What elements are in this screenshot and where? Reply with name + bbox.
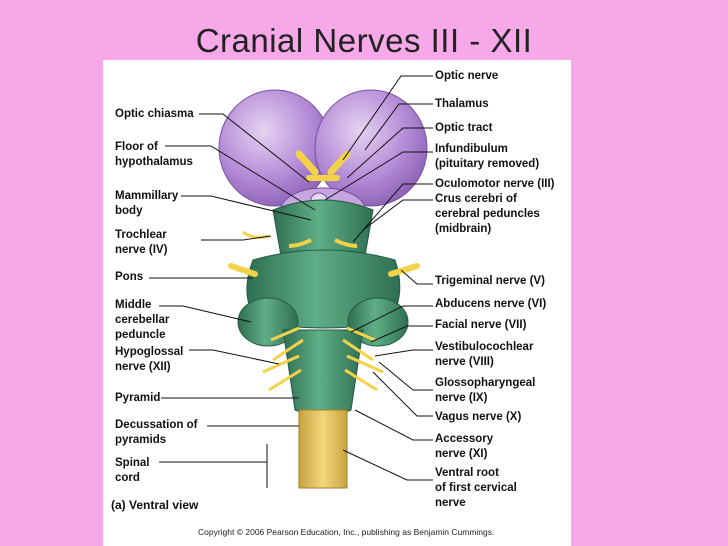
trigeminal-nerve-left: [228, 263, 258, 277]
label-trigeminal-nerve: Trigeminal nerve (V): [435, 275, 545, 287]
brainstem-illustration: [149, 75, 433, 489]
figure-caption: (a) Ventral view: [111, 498, 199, 512]
label-ventral-root: Ventral root of first cervical nerve: [435, 467, 517, 509]
label-decussation-of-pyramids: Decussation of pyramids: [115, 419, 198, 446]
spinal-cord: [298, 409, 348, 489]
label-spinal-cord: Spinal cord: [115, 457, 150, 484]
brainstem-diagram: Optic chiasma Floor of hypothalamus Mamm…: [103, 60, 571, 546]
label-trochlear-nerve: Trochlear nerve (IV): [115, 229, 168, 256]
label-floor-of-hypothalamus: Floor of hypothalamus: [115, 141, 193, 168]
label-crus-cerebri: Crus cerebri of cerebral peduncles (midb…: [435, 193, 540, 235]
label-optic-tract: Optic tract: [435, 122, 493, 134]
label-accessory-nerve: Accessory nerve (XI): [435, 433, 494, 460]
label-abducens-nerve: Abducens nerve (VI): [435, 298, 547, 310]
optic-nerve-left: [295, 150, 319, 176]
label-oculomotor-nerve: Oculomotor nerve (III): [435, 178, 555, 190]
label-optic-chiasma: Optic chiasma: [115, 108, 194, 120]
label-vestibulocochlear-nerve: Vestibulocochlear nerve (VIII): [435, 341, 534, 368]
facial-nerves: [270, 326, 376, 362]
oculomotor-nerve: [288, 238, 358, 248]
label-pyramid: Pyramid: [115, 392, 161, 404]
copyright-notice: Copyright © 2006 Pearson Education, Inc.…: [198, 527, 495, 537]
label-thalamus: Thalamus: [435, 98, 489, 110]
label-hypoglossal-nerve: Hypoglossal nerve (XII): [115, 346, 184, 373]
label-vagus-nerve: Vagus nerve (X): [435, 411, 522, 423]
optic-nerve-right: [327, 150, 351, 176]
label-glossopharyngeal-nerve: Glossopharyngeal nerve (IX): [435, 377, 536, 404]
trigeminal-nerve-right: [388, 263, 420, 277]
label-optic-nerve: Optic nerve: [435, 70, 499, 82]
label-pons: Pons: [115, 271, 144, 283]
label-facial-nerve: Facial nerve (VII): [435, 319, 527, 331]
left-leader-lines: [149, 113, 316, 488]
right-leader-lines: [324, 75, 433, 481]
label-mammillary-body: Mammillary body: [115, 190, 179, 217]
thalamus-right: [314, 89, 428, 207]
slide-title: Cranial Nerves III - XII: [195, 22, 533, 59]
label-infundibulum: Infundibulum (pituitary removed): [435, 143, 540, 170]
lower-cranial-nerves: [262, 354, 384, 392]
label-middle-cerebellar-peduncle: Middle cerebellar peduncle: [115, 299, 170, 341]
